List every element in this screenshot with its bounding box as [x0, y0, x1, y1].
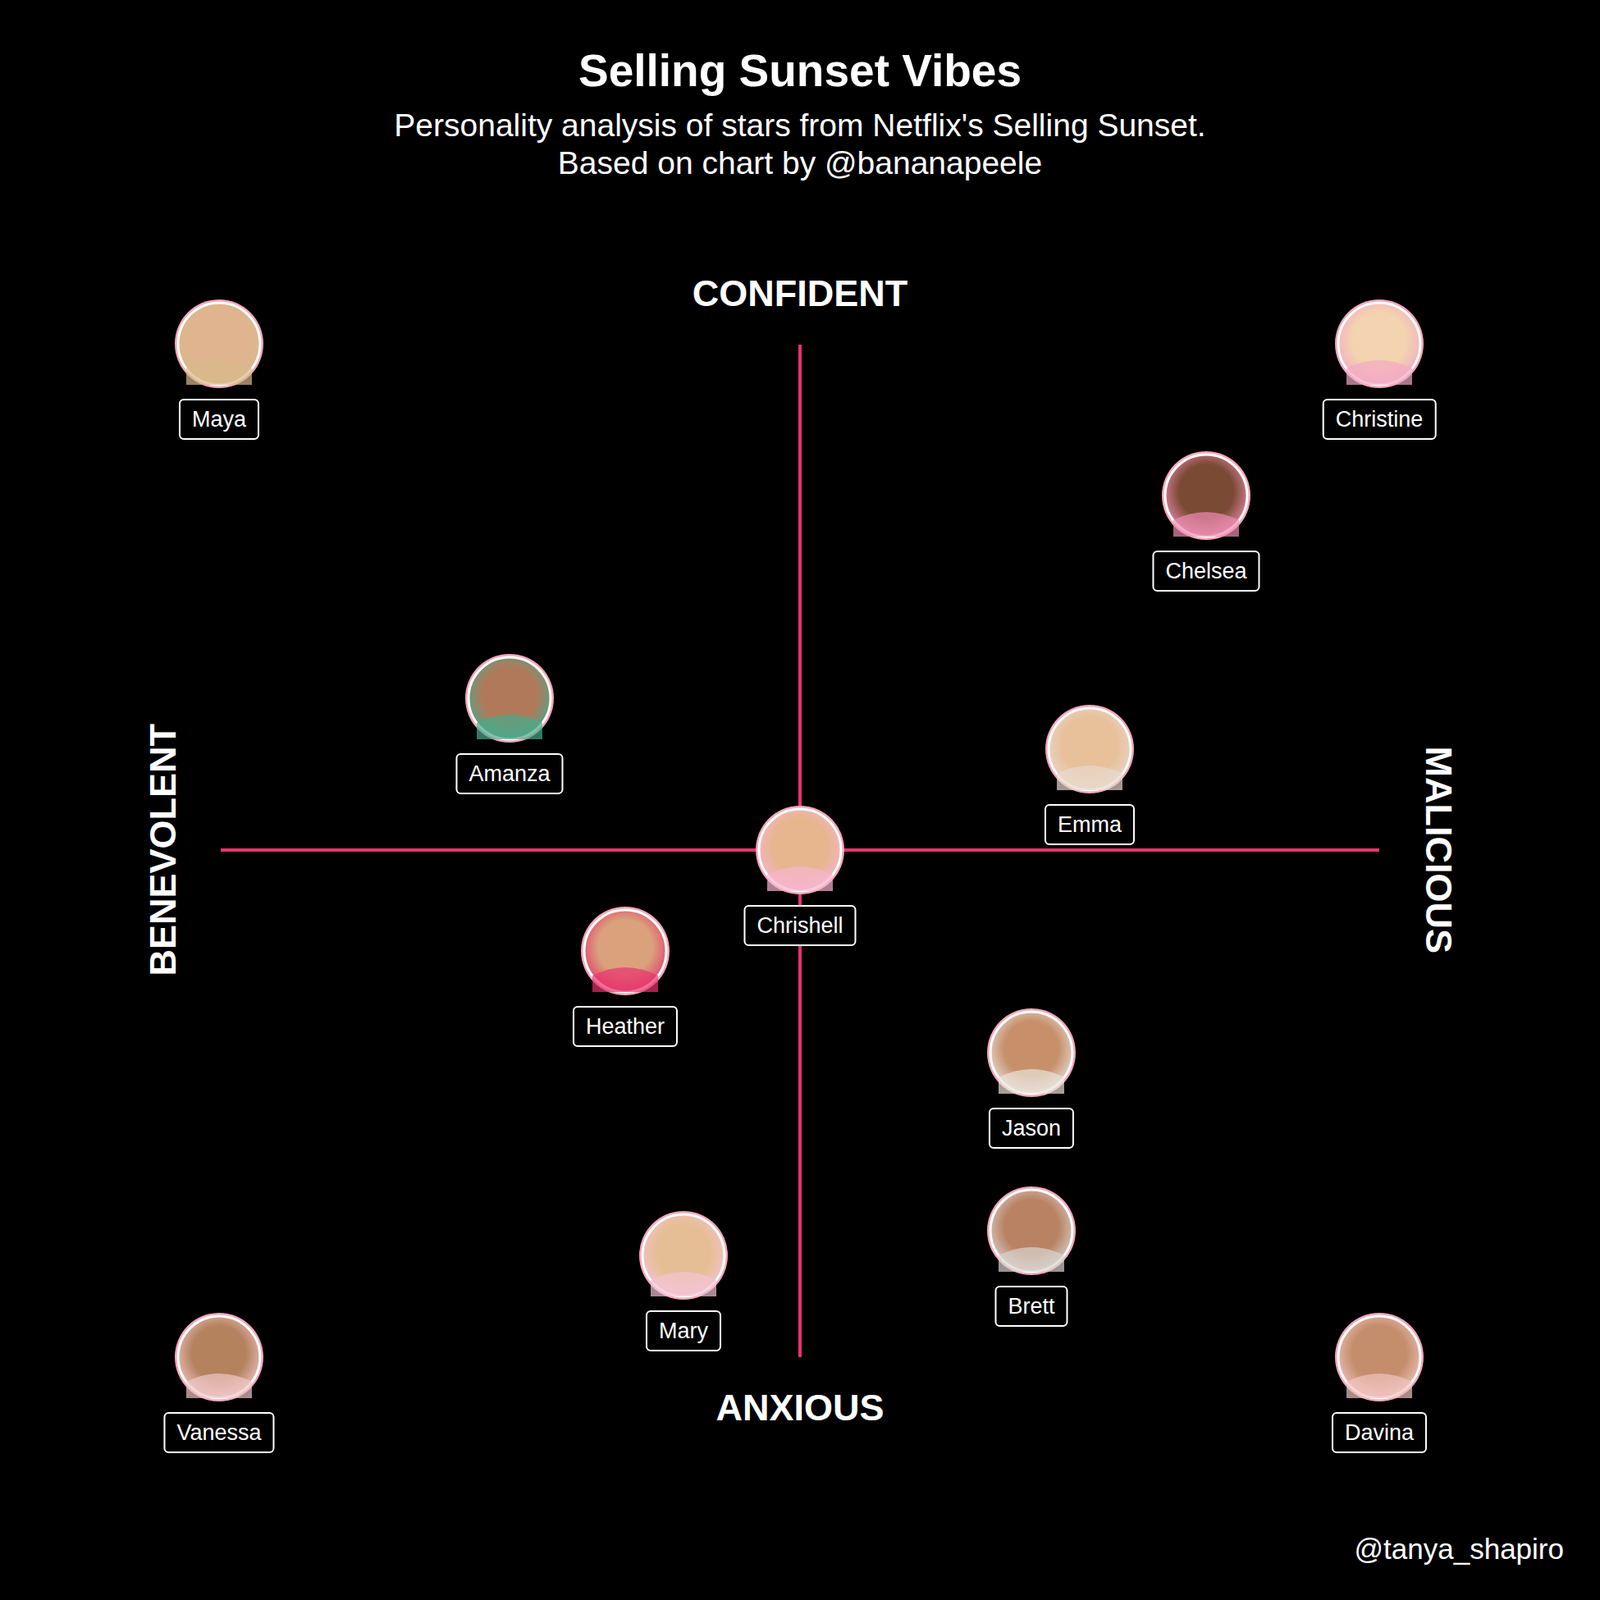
avatar-photo: [990, 1189, 1073, 1272]
watermark: @tanya_shapiro: [1354, 1533, 1564, 1566]
avatar-portrait: [1161, 451, 1251, 540]
name-box: Jason: [988, 1107, 1075, 1149]
avatar-portrait: [174, 299, 264, 389]
person-name: Emma: [1057, 812, 1122, 837]
avatar-photo: [1338, 302, 1421, 385]
avatar-face: [1071, 721, 1108, 768]
avatar-portrait: [465, 653, 554, 743]
name-box: Chelsea: [1152, 550, 1260, 592]
avatar-shoulders: [592, 967, 659, 992]
avatar-ring: [465, 653, 554, 743]
avatar-face: [201, 1329, 238, 1376]
name-box: Vanessa: [163, 1412, 275, 1454]
avatar-face: [1188, 467, 1225, 514]
avatar-portrait: [174, 1312, 264, 1402]
subtitle: Personality analysis of stars from Netfl…: [393, 108, 1206, 144]
name-box: Amanza: [455, 753, 563, 795]
avatar-portrait: [1334, 1312, 1424, 1402]
avatar-shoulders: [186, 360, 252, 385]
avatar-face: [1361, 315, 1398, 362]
avatar-portrait: [987, 1186, 1076, 1276]
avatar-portrait: [580, 906, 670, 996]
avatar-ring: [639, 1211, 728, 1300]
avatar-photo: [642, 1214, 725, 1297]
avatar-ring: [1161, 451, 1251, 540]
avatar-portrait: [639, 1211, 728, 1300]
avatar-shoulders: [1346, 1373, 1413, 1399]
avatar-photo: [468, 657, 551, 740]
axis-label: MALICIOUS: [1417, 746, 1459, 955]
person-name: Brett: [1007, 1293, 1055, 1319]
person-name: Amanza: [468, 761, 550, 787]
avatar-face: [1013, 1202, 1050, 1249]
avatar-portrait: [1045, 704, 1134, 794]
avatar-face: [665, 1227, 702, 1274]
person-name: Christine: [1335, 406, 1424, 432]
person-name: Jason: [1001, 1115, 1061, 1141]
name-box: Christine: [1322, 398, 1437, 440]
chart-title: Selling Sunset Vibes: [0, 44, 1600, 97]
avatar-shoulders: [476, 714, 543, 740]
name-box: Maya: [178, 398, 260, 440]
avatar-ring: [174, 1312, 264, 1402]
avatar-photo: [1165, 454, 1248, 537]
avatar-portrait: [1334, 299, 1424, 389]
avatar-ring: [1334, 1312, 1424, 1402]
avatar-face: [201, 315, 238, 362]
avatar-photo: [178, 302, 261, 385]
name-box: Mary: [645, 1310, 722, 1352]
avatar-portrait: [755, 805, 845, 895]
avatar-shoulders: [1056, 765, 1123, 791]
person-name: Vanessa: [176, 1420, 261, 1445]
avatar-photo: [758, 809, 842, 892]
avatar-photo: [1048, 708, 1131, 791]
avatar-shoulders: [186, 1373, 252, 1399]
person-name: Mary: [658, 1318, 709, 1344]
avatar-shoulders: [998, 1069, 1065, 1094]
name-box: Davina: [1331, 1412, 1427, 1454]
name-box: Heather: [572, 1005, 678, 1047]
person-name: Davina: [1344, 1420, 1414, 1445]
avatar-photo: [990, 1011, 1073, 1094]
avatar-photo: [178, 1316, 261, 1399]
avatar-ring: [1334, 299, 1424, 389]
avatar-photo: [584, 909, 667, 992]
avatar-face: [1361, 1329, 1398, 1376]
avatar-face: [607, 923, 644, 970]
axis-label: ANXIOUS: [715, 1387, 884, 1429]
person-name: Heather: [585, 1014, 665, 1039]
avatar-shoulders: [1346, 360, 1413, 385]
avatar-face: [1013, 1024, 1050, 1071]
avatar-shoulders: [998, 1247, 1065, 1272]
avatar-portrait: [987, 1008, 1076, 1098]
avatar-ring: [174, 299, 264, 389]
name-box: Emma: [1044, 804, 1135, 846]
subtitle: Based on chart by @bananapeele: [557, 146, 1043, 182]
avatar-face: [491, 670, 528, 717]
avatar-photo: [1338, 1316, 1421, 1399]
avatar-ring: [987, 1186, 1076, 1276]
name-box: Chrishell: [743, 905, 856, 947]
avatar-ring: [580, 906, 670, 996]
avatar-ring: [987, 1008, 1076, 1098]
avatar-shoulders: [650, 1271, 717, 1297]
avatar-face: [781, 822, 819, 869]
name-box: Brett: [994, 1285, 1068, 1327]
person-name: Maya: [192, 406, 247, 432]
axis-label: CONFIDENT: [692, 273, 909, 315]
avatar-ring: [1045, 704, 1134, 794]
axis-label: BENEVOLENT: [142, 723, 184, 977]
avatar-ring: [755, 805, 845, 895]
avatar-shoulders: [767, 866, 833, 892]
person-name: Chelsea: [1165, 558, 1247, 584]
person-name: Chrishell: [756, 913, 843, 938]
avatar-shoulders: [1173, 512, 1239, 537]
